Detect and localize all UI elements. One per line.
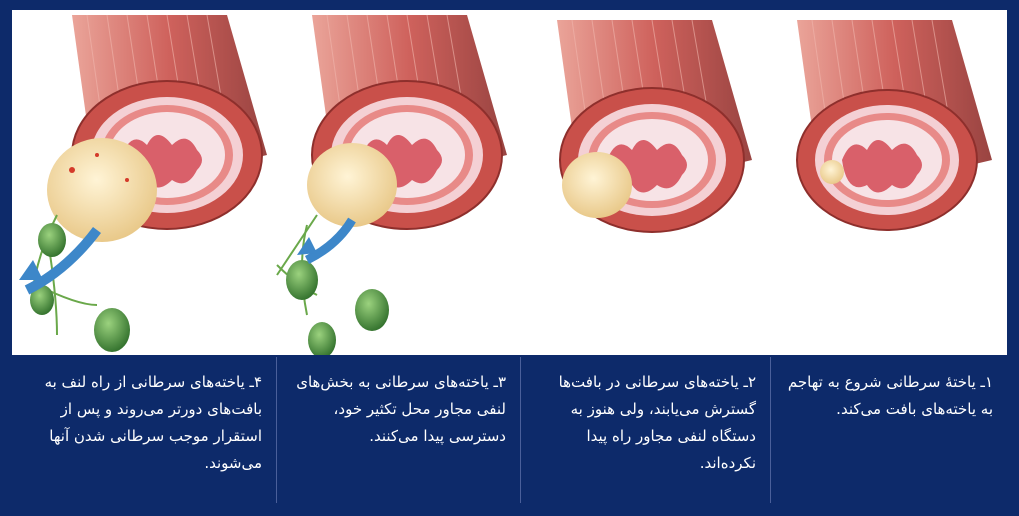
lymph-node — [286, 260, 318, 300]
lymph-node — [38, 223, 66, 257]
stage-1-illustration — [797, 20, 992, 230]
caption-row: ۱ـ یاختهٔ سرطانی شروع به تهاجم به یاخته‌… — [12, 357, 1007, 503]
stage-3-caption: ۳ـ یاخته‌های سرطانی به بخش‌های لنفی مجاو… — [277, 357, 521, 503]
tumor-mass — [307, 143, 397, 227]
illustration-area — [12, 10, 1007, 355]
lymph-node — [94, 308, 130, 352]
tumor-mass — [47, 138, 157, 242]
stage-4-caption: ۴ـ یاخته‌های سرطانی از راه لنف به بافت‌ه… — [12, 357, 277, 503]
spread-arrow — [307, 220, 352, 260]
stage-3-illustration — [277, 15, 507, 355]
lymph-node — [355, 289, 389, 331]
stage-4-illustration — [19, 15, 267, 352]
tube-illustrations — [12, 10, 1007, 355]
stage-2-text: ۲ـ یاخته‌های سرطانی در بافت‌ها گسترش می‌… — [531, 369, 756, 477]
lymph-node — [308, 322, 336, 355]
tumor-mass — [562, 152, 632, 218]
tumor-cell-small — [820, 160, 844, 184]
stage-1-text: ۱ـ یاختهٔ سرطانی شروع به تهاجم به یاخته‌… — [781, 369, 993, 423]
stage-1-caption: ۱ـ یاختهٔ سرطانی شروع به تهاجم به یاخته‌… — [771, 357, 1007, 503]
stage-2-caption: ۲ـ یاخته‌های سرطانی در بافت‌ها گسترش می‌… — [521, 357, 771, 503]
stage-2-illustration — [557, 20, 752, 232]
stage-3-text: ۳ـ یاخته‌های سرطانی به بخش‌های لنفی مجاو… — [287, 369, 506, 450]
stage-4-text: ۴ـ یاخته‌های سرطانی از راه لنف به بافت‌ه… — [22, 369, 262, 477]
